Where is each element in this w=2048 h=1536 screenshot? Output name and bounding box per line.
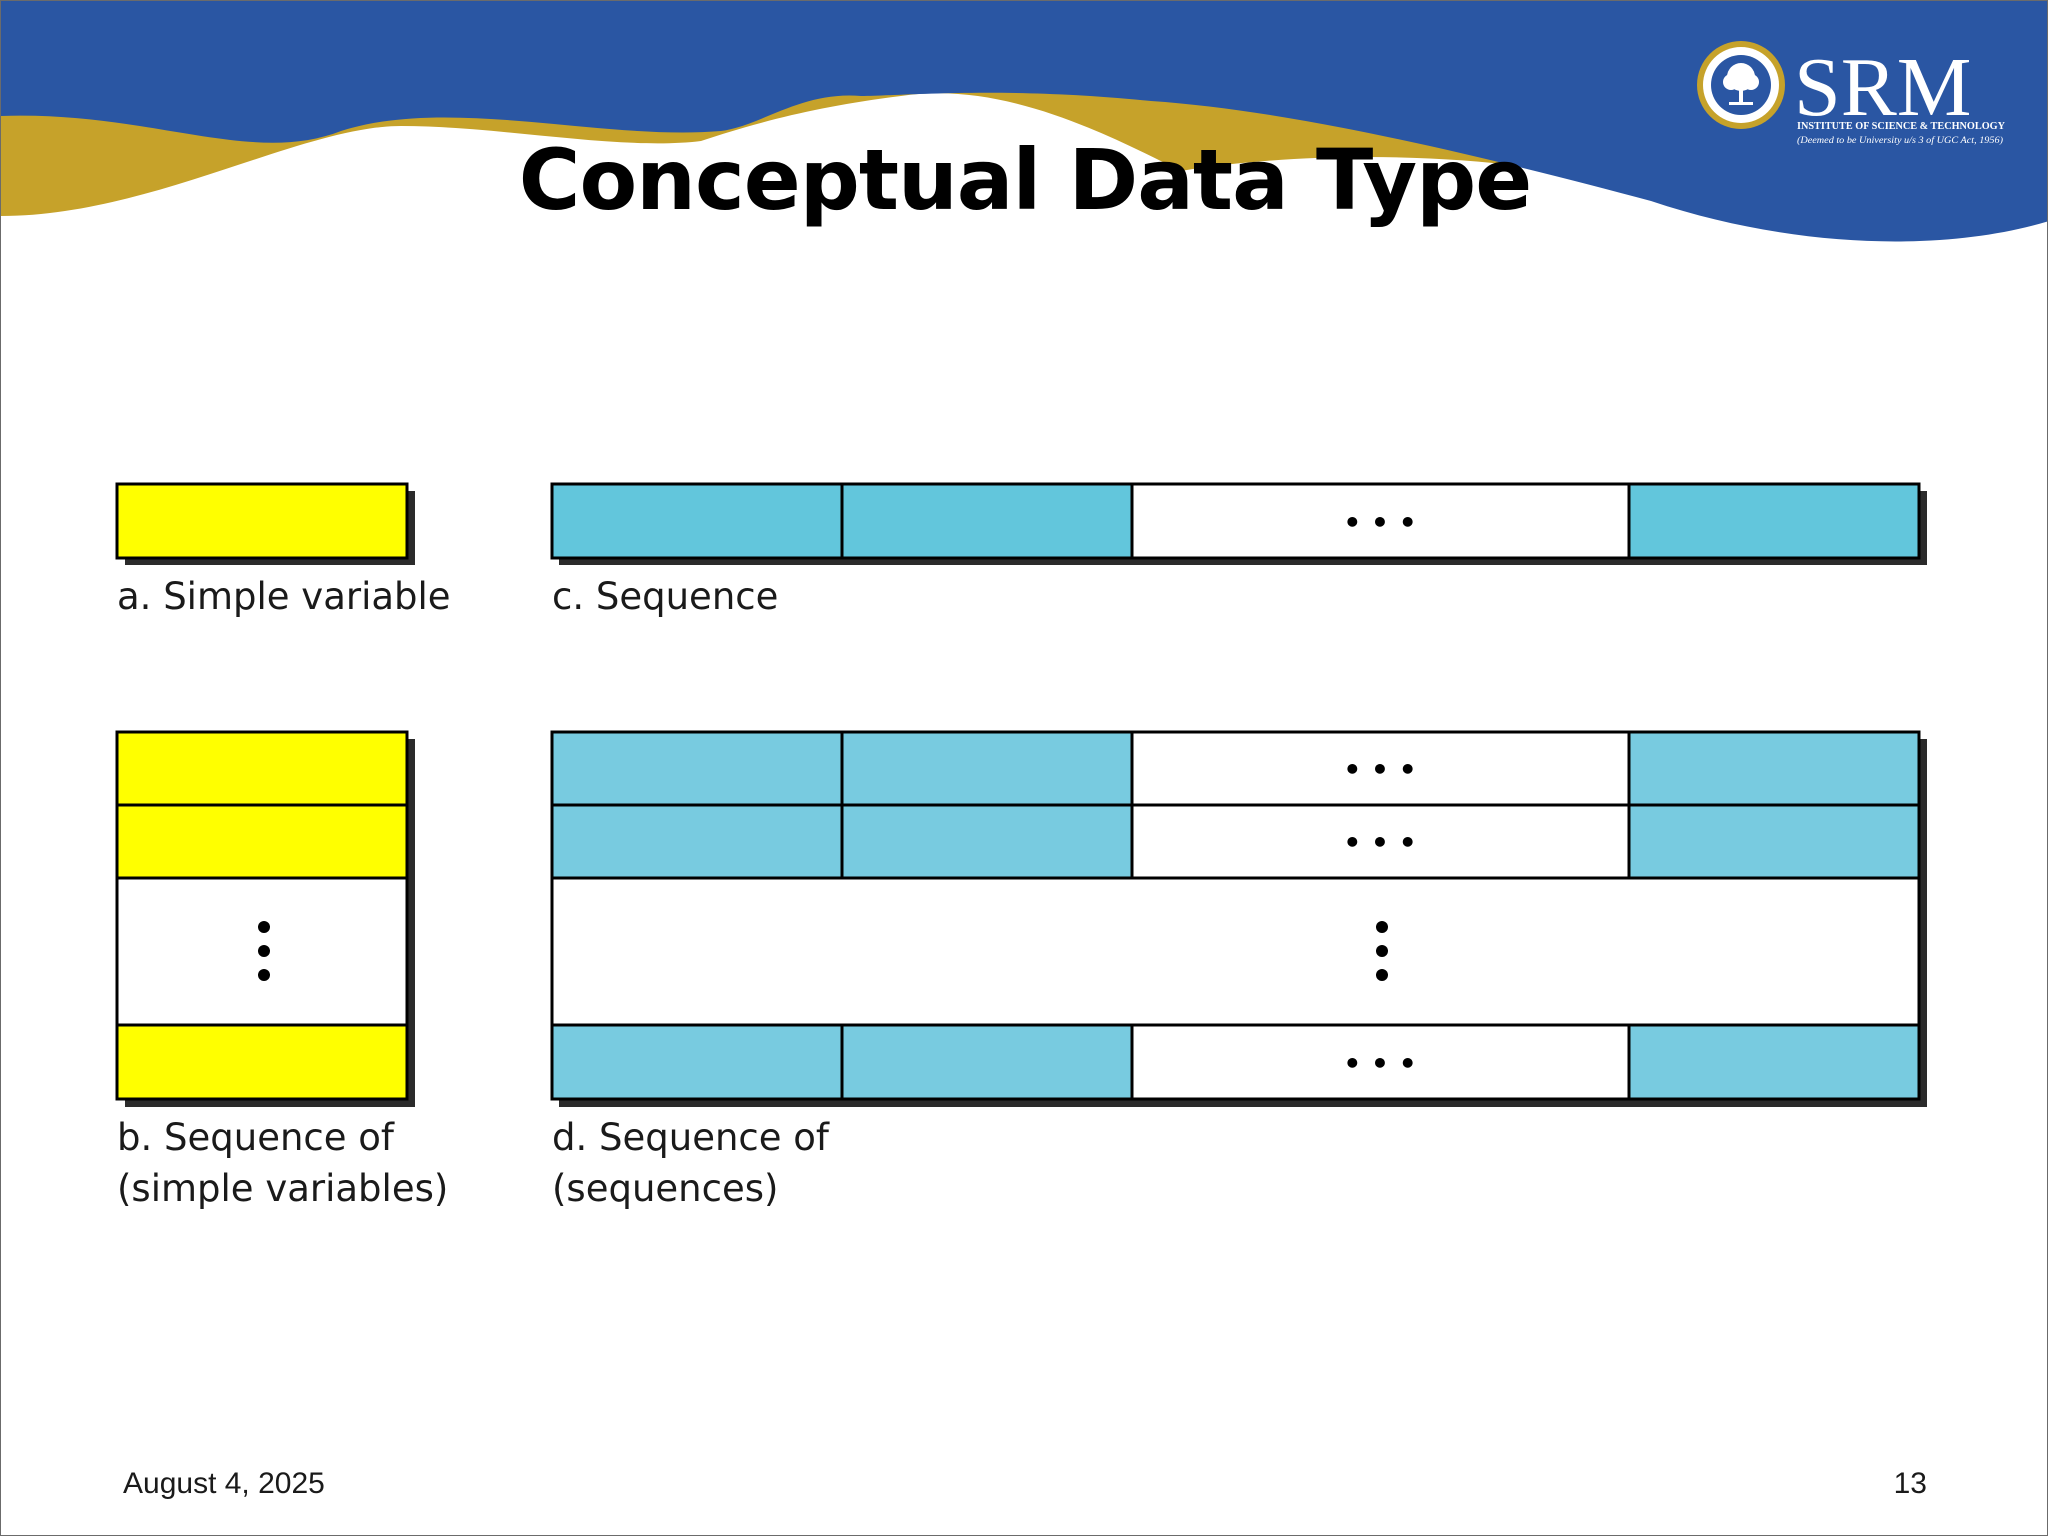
row1-cell-last xyxy=(1627,730,1921,807)
simple-cell-last xyxy=(115,1023,409,1101)
label-sequence-of-line1: d. Sequence of xyxy=(552,1116,830,1159)
row-ellipsis xyxy=(550,876,1921,1027)
row1-cell-2 xyxy=(840,730,1134,807)
logo-subtitle-2: (Deemed to be University u/s 3 of UGC Ac… xyxy=(1797,135,2003,145)
sequence-cell-1 xyxy=(550,482,844,560)
sequence-cell-last xyxy=(1627,482,1921,560)
ellipsis: • • • xyxy=(1343,506,1416,539)
vertical-ellipsis xyxy=(1376,921,1388,981)
simple-cell-2 xyxy=(115,803,409,880)
row2-cell-last xyxy=(1627,803,1921,880)
sequence-cell-2 xyxy=(840,482,1134,560)
label-sequence-of-line2: (sequences) xyxy=(552,1167,778,1210)
ellipsis: • • • xyxy=(1343,826,1416,859)
slide-title: Conceptual Data Type xyxy=(518,131,1532,229)
rowlast-cell-1 xyxy=(550,1023,844,1101)
ellipsis: • • • xyxy=(1343,1047,1416,1080)
panel-simple-variable: a. Simple variable xyxy=(115,482,451,618)
logo-subtitle-1: INSTITUTE OF SCIENCE & TECHNOLOGY xyxy=(1797,120,2005,132)
panel-sequence: • • • c. Sequence xyxy=(550,482,1927,618)
panel-sequence-of-simple-variables: b. Sequence of (simple variables) xyxy=(115,730,448,1210)
logo-name: SRM xyxy=(1794,41,1971,134)
label-sequence: c. Sequence xyxy=(552,575,778,618)
sequence-cell-ellipsis xyxy=(1130,482,1631,560)
simple-cell-1 xyxy=(115,730,409,807)
header-banner xyxy=(1,1,2047,242)
label-sequence-of-line1: b. Sequence of xyxy=(117,1116,395,1159)
row2-cell-ellipsis xyxy=(1130,803,1631,880)
footer-date: August 4, 2025 xyxy=(123,1467,325,1500)
srm-logo: SRM INSTITUTE OF SCIENCE & TECHNOLOGY (D… xyxy=(1697,41,2005,145)
row2-cell-2 xyxy=(840,803,1134,880)
rowlast-cell-ellipsis xyxy=(1130,1023,1631,1101)
logo-tree-icon xyxy=(1723,63,1759,105)
row1-cell-1 xyxy=(550,730,844,807)
rowlast-cell-2 xyxy=(840,1023,1134,1101)
banner-blue-wave xyxy=(1,1,2047,242)
vertical-ellipsis xyxy=(258,921,270,981)
label-simple-variable: a. Simple variable xyxy=(117,575,451,618)
label-sequence-of-line2: (simple variables) xyxy=(117,1167,448,1210)
ellipsis: • • • xyxy=(1343,753,1416,786)
rowlast-cell-last xyxy=(1627,1023,1921,1101)
panel-sequence-of-sequences: • • • • • • • • • d. Sequence of (sequen… xyxy=(550,730,1927,1210)
page-number: 13 xyxy=(1893,1467,1927,1500)
simple-variable-cell xyxy=(115,482,409,560)
row2-cell-1 xyxy=(550,803,844,880)
